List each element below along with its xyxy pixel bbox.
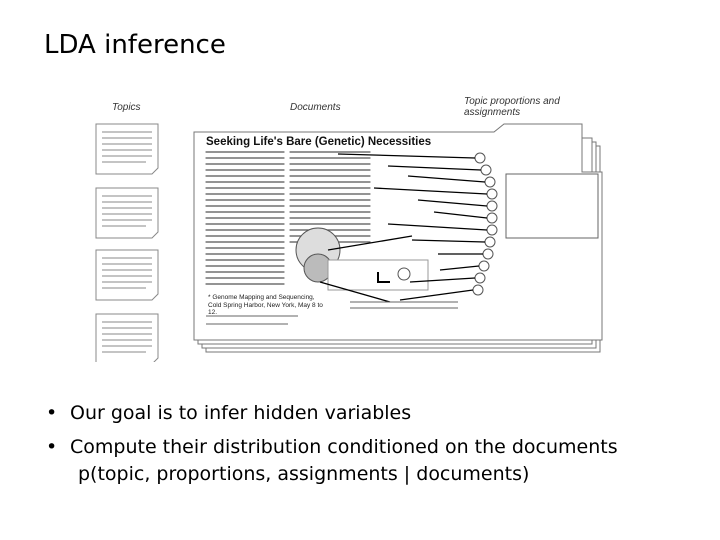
topic-sheet <box>95 313 159 365</box>
topic-sheets <box>95 123 159 365</box>
assignment-circle <box>484 176 496 188</box>
topic-proportions-label: Topic proportions and assignments <box>464 96 560 118</box>
bullet-list: Our goal is to infer hidden variables Co… <box>44 396 618 464</box>
assignment-circle <box>484 236 496 248</box>
assignment-circle <box>474 152 486 164</box>
topic-sheet <box>95 187 159 239</box>
assignment-circle <box>482 248 494 260</box>
article-heading: Seeking Life's Bare (Genetic) Necessitie… <box>206 136 432 148</box>
assignment-circle <box>486 188 498 200</box>
topic-sheet <box>95 249 159 301</box>
topics-label: Topics <box>112 102 141 113</box>
slide-title: LDA inference <box>44 30 226 60</box>
assignment-circle <box>478 260 490 272</box>
lda-diagram <box>95 123 603 365</box>
assignment-arrows <box>319 153 488 303</box>
document-page <box>193 123 603 341</box>
assignment-circle <box>472 284 484 296</box>
article-caption: * Genome Mapping and Sequencing, Cold Sp… <box>208 294 323 316</box>
assignment-circle <box>486 212 498 224</box>
assignment-circle <box>486 200 498 212</box>
article-inset-diagram <box>295 227 429 291</box>
article-footer <box>206 301 458 325</box>
assignment-circle <box>486 224 498 236</box>
bullet-item: Compute their distribution conditioned o… <box>44 430 618 464</box>
topic-sheet <box>95 123 159 175</box>
lda-figure: Topics Documents Topic proportions and a… <box>88 92 608 365</box>
bullet-item: Our goal is to infer hidden variables <box>44 396 618 430</box>
posterior-formula: p(topic, proportions, assignments | docu… <box>78 463 530 485</box>
proportion-panel <box>505 173 599 239</box>
documents-label: Documents <box>290 102 341 113</box>
assignment-circle <box>480 164 492 176</box>
assignment-circle <box>474 272 486 284</box>
